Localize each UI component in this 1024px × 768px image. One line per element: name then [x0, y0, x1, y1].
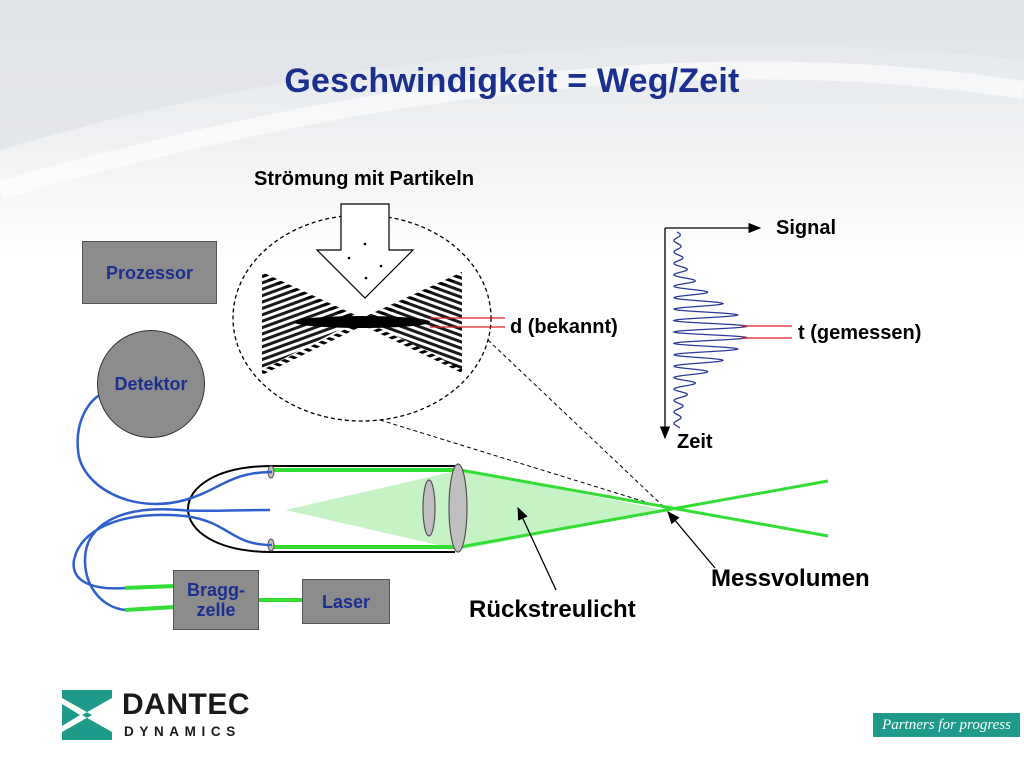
fringe-spacing-label: d (bekannt)	[510, 316, 618, 338]
processor-box: Prozessor	[82, 241, 217, 304]
dantec-logo-icon	[62, 690, 112, 740]
lens-small	[422, 479, 436, 537]
detector-label: Detektor	[114, 373, 188, 394]
logo-text-dynamics: DYNAMICS	[124, 724, 241, 739]
messvolumen-arrow	[667, 511, 716, 569]
fringe-spacing-marker	[430, 317, 505, 328]
measurement-volume-label: Messvolumen	[711, 565, 870, 592]
processor-label: Prozessor	[105, 262, 194, 283]
detector-circle: Detektor	[97, 330, 205, 438]
time-marker	[742, 325, 792, 339]
fringe-pattern	[262, 272, 462, 375]
bragg-cell-label-1: Bragg-	[187, 580, 245, 600]
background-swoosh	[0, 0, 1024, 199]
tagline-badge: Partners for progress	[873, 713, 1020, 737]
logo-text-dantec: DANTEC	[122, 688, 250, 721]
lens-large	[448, 463, 468, 553]
backscatter-cone	[285, 470, 665, 550]
optical-fibers	[72, 393, 273, 612]
fiber-to-bragg	[124, 584, 302, 612]
time-axis-label: Zeit	[677, 431, 713, 453]
probe-housing	[187, 465, 455, 553]
flow-arrow	[315, 203, 415, 299]
signal-axis-label: Signal	[776, 217, 837, 239]
rueckstreulicht-arrow	[517, 506, 557, 591]
burst-signal	[672, 231, 749, 429]
backscatter-label: Rückstreulicht	[469, 596, 636, 623]
time-measured-label: t (gemessen)	[798, 322, 922, 344]
flow-label: Strömung mit Partikeln	[254, 168, 475, 190]
laser-label: Laser	[321, 591, 371, 612]
slide-title: Geschwindigkeit = Weg/Zeit	[284, 62, 740, 100]
laser-box: Laser	[302, 579, 390, 624]
projection-line-2	[379, 419, 666, 509]
bragg-cell-box: Bragg- zelle	[173, 570, 259, 630]
laser-beams	[272, 468, 458, 549]
projection-line-1	[487, 339, 666, 509]
bragg-cell-label-2: zelle	[196, 600, 236, 620]
